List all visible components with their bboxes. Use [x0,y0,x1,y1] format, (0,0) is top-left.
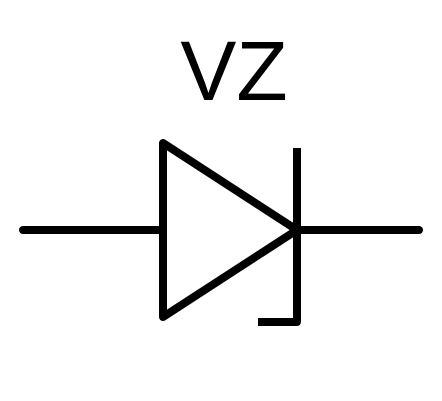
diode-triangle [159,139,301,321]
zener-diode-symbol [19,139,423,326]
zener-cathode-bar [258,148,301,326]
component-label: VZ [180,24,287,118]
